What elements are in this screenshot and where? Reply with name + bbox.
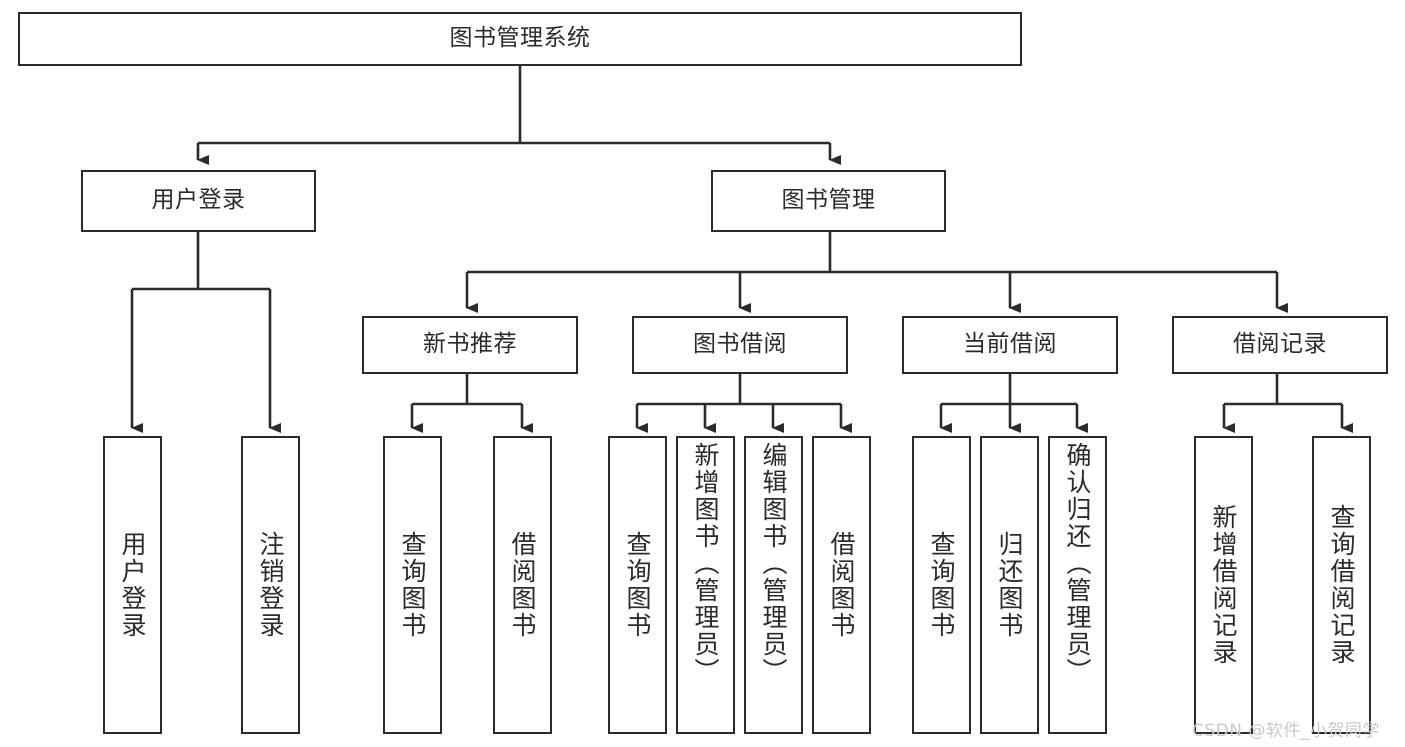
leaf-logout-login[interactable]: 注销登录 xyxy=(241,436,300,734)
leaf-query-book-current[interactable]: 查询图书 xyxy=(912,436,971,734)
leaf-return-book[interactable]: 归还图书 xyxy=(980,436,1039,734)
leaf-confirm-return-admin[interactable]: 确认归还（管理员） xyxy=(1048,436,1107,734)
leaf-query-book-new-recommend[interactable]: 查询图书 xyxy=(383,436,442,734)
leaf-user-login[interactable]: 用户登录 xyxy=(103,436,162,734)
node-root-book-management-system[interactable]: 图书管理系统 xyxy=(18,12,1022,66)
node-label: 图书管理系统 xyxy=(449,25,591,52)
node-label: 借阅图书 xyxy=(827,531,856,639)
node-label: 查询图书 xyxy=(398,531,427,639)
node-label: 新增图书（管理员） xyxy=(691,442,720,685)
node-label: 图书借阅 xyxy=(693,331,787,358)
node-label: 查询图书 xyxy=(927,531,956,639)
node-label: 注销登录 xyxy=(256,531,285,639)
node-label: 查询借阅记录 xyxy=(1327,504,1356,666)
node-book-management[interactable]: 图书管理 xyxy=(711,170,946,232)
node-label: 图书管理 xyxy=(781,187,876,214)
node-borrow-record[interactable]: 借阅记录 xyxy=(1172,316,1388,374)
node-label: 新书推荐 xyxy=(423,331,517,358)
leaf-add-book-admin[interactable]: 新增图书（管理员） xyxy=(676,436,735,734)
leaf-borrow-book-new-recommend[interactable]: 借阅图书 xyxy=(493,436,552,734)
node-label: 借阅图书 xyxy=(508,531,537,639)
node-label: 编辑图书（管理员） xyxy=(759,442,788,685)
leaf-edit-book-admin[interactable]: 编辑图书（管理员） xyxy=(744,436,803,734)
leaf-query-borrow-record[interactable]: 查询借阅记录 xyxy=(1312,436,1371,734)
node-new-book-recommend[interactable]: 新书推荐 xyxy=(362,316,578,374)
node-label: 当前借阅 xyxy=(963,331,1057,358)
node-book-borrow[interactable]: 图书借阅 xyxy=(632,316,848,374)
leaf-borrow-book-borrow[interactable]: 借阅图书 xyxy=(812,436,871,734)
node-label: 用户登录 xyxy=(118,531,147,639)
node-label: 用户登录 xyxy=(151,187,246,214)
csdn-watermark: CSDN @软件_小贺同学 xyxy=(1192,721,1380,741)
node-user-login[interactable]: 用户登录 xyxy=(81,170,316,232)
node-current-borrow[interactable]: 当前借阅 xyxy=(902,316,1118,374)
node-label: 确认归还（管理员） xyxy=(1063,442,1092,685)
leaf-query-book-borrow[interactable]: 查询图书 xyxy=(608,436,667,734)
node-label: 新增借阅记录 xyxy=(1209,504,1238,666)
node-label: 查询图书 xyxy=(623,531,652,639)
node-label: 借阅记录 xyxy=(1233,331,1327,358)
leaf-add-borrow-record[interactable]: 新增借阅记录 xyxy=(1194,436,1253,734)
node-label: 归还图书 xyxy=(995,531,1024,639)
